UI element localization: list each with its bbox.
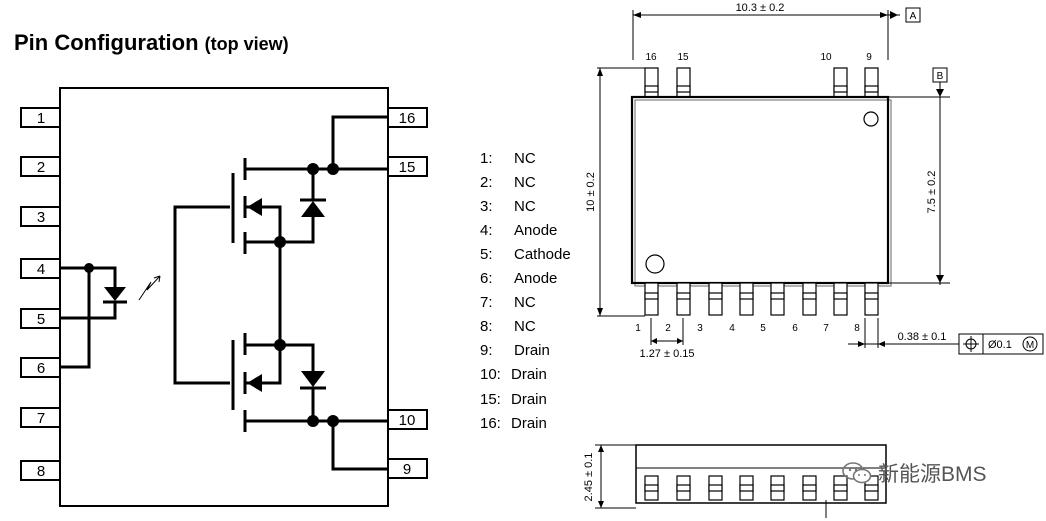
- pkg-top-pin-10: 10: [820, 52, 832, 63]
- pin-list-item: 16:Drain: [480, 415, 547, 432]
- pin-list-item: 6:Anode: [480, 270, 558, 287]
- left-pin-2-label: 2: [37, 159, 45, 176]
- page-title: Pin Configuration (top view): [14, 30, 289, 56]
- right-pin-16-label: 16: [399, 110, 416, 127]
- left-pin-3-label: 3: [37, 209, 45, 226]
- led-diode-icon: [104, 287, 126, 301]
- pkg-top-pin-16: 16: [645, 52, 657, 63]
- pin-list-item: 3:NC: [480, 198, 536, 215]
- watermark: 新能源BMS: [842, 458, 987, 488]
- body-diode2-icon: [301, 371, 325, 387]
- left-pin-4: 4: [20, 258, 61, 279]
- right-pin-15-label: 15: [399, 159, 416, 176]
- pin-list-item: 4:Anode: [480, 222, 558, 239]
- pin-list-item: 5:Cathode: [480, 246, 571, 263]
- left-pin-8-label: 8: [37, 463, 45, 480]
- pkg-bottom-pin-4: 4: [729, 323, 735, 334]
- light-emission-icon: [138, 275, 161, 301]
- package-body: [630, 95, 890, 285]
- pin1-marker: [645, 254, 665, 274]
- pin-schematic: 1 2 3 4 5 6 7 8 16 15 10 9: [20, 87, 428, 507]
- right-pin-16: 16: [387, 107, 428, 128]
- body-diode1-icon: [301, 201, 325, 217]
- pkg-bottom-pin-5: 5: [760, 323, 766, 334]
- wechat-icon: [842, 462, 872, 484]
- package-top-view: 10.3 ± 0.2 A 16 15 10 9 B 7.5 ± 0.2 10 ±…: [585, 2, 1044, 360]
- right-pin-15: 15: [387, 156, 428, 177]
- tolerance-value: Ø0.1: [988, 339, 1012, 351]
- orientation-mark-top: [863, 111, 879, 127]
- pin-list-item: 15:Drain: [480, 391, 547, 408]
- pin-list-item: 9:Drain: [480, 342, 550, 359]
- pkg-bottom-pin-6: 6: [792, 323, 798, 334]
- title-main: Pin Configuration: [14, 30, 199, 55]
- pkg-bottom-pin-2: 2: [665, 323, 671, 334]
- pkg-bottom-pin-7: 7: [823, 323, 829, 334]
- tolerance-frame: Ø0.1 M: [958, 333, 1044, 355]
- ic-body: [59, 87, 389, 507]
- left-pin-6: 6: [20, 357, 61, 378]
- watermark-text: 新能源BMS: [878, 463, 987, 486]
- mosfet-output-circuit: [173, 115, 388, 471]
- package-side-view: 2.45 ± 0.1: [583, 444, 887, 518]
- left-pin-8: 8: [20, 460, 61, 481]
- left-pin-1-label: 1: [37, 110, 45, 127]
- mosfet2-arrow-icon: [247, 374, 262, 392]
- right-pins: 16 15 10 9: [387, 107, 428, 479]
- datum-b-label: B: [937, 71, 944, 82]
- right-pin-10: 10: [387, 409, 428, 430]
- left-pin-5: 5: [20, 308, 61, 329]
- body-dim-label: 7.5 ± 0.2: [926, 171, 938, 214]
- pkg-top-pin-15: 15: [677, 52, 689, 63]
- pkg-bottom-pin-8: 8: [854, 323, 860, 334]
- left-pin-4-label: 4: [37, 261, 45, 278]
- left-pin-3: 3: [20, 206, 61, 227]
- thickness-dim-label: 2.45 ± 0.1: [583, 453, 595, 502]
- left-pin-1: 1: [20, 107, 61, 128]
- left-pin-2: 2: [20, 156, 61, 177]
- right-pin-9-label: 9: [403, 461, 411, 478]
- bottom-leads: [644, 282, 879, 316]
- left-pin-5-label: 5: [37, 311, 45, 328]
- right-pin-10-label: 10: [399, 412, 416, 429]
- left-pin-7: 7: [20, 407, 61, 428]
- left-pin-7-label: 7: [37, 410, 45, 427]
- left-pins: 1 2 3 4 5 6 7 8: [20, 107, 61, 481]
- datum-a-label: A: [910, 11, 917, 22]
- pkg-bottom-pin-3: 3: [697, 323, 703, 334]
- pin-list-item: 7:NC: [480, 294, 536, 311]
- lead-dim-label: 0.38 ± 0.1: [898, 331, 947, 343]
- title-subtitle: (top view): [204, 34, 289, 54]
- mosfet1-arrow-icon: [247, 198, 262, 216]
- led-input-circuit: [60, 263, 161, 369]
- left-pin-6-label: 6: [37, 360, 45, 377]
- right-pin-9: 9: [387, 458, 428, 479]
- pin-list-item: 8:NC: [480, 318, 536, 335]
- pin-list-item: 1:NC: [480, 150, 536, 167]
- tolerance-modifier: M: [1026, 340, 1034, 351]
- pkg-bottom-pin-1: 1: [635, 323, 641, 334]
- pin-list-item: 10:Drain: [480, 366, 547, 383]
- pitch-dim-label: 1.27 ± 0.15: [640, 348, 695, 360]
- height-dim-label: 10 ± 0.2: [585, 172, 597, 212]
- pin-list-item: 2:NC: [480, 174, 536, 191]
- width-dim-label: 10.3 ± 0.2: [736, 2, 785, 14]
- pkg-top-pin-9: 9: [866, 52, 872, 63]
